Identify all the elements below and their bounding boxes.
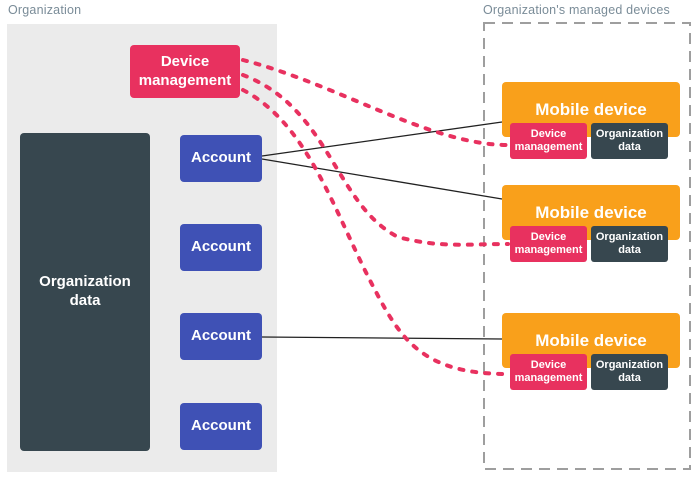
mobile-device-3: Mobile device Device management Organiza…	[502, 313, 680, 390]
account-device-link-2	[261, 158, 503, 200]
account-box-1: Account	[180, 135, 262, 182]
account-device-link-3	[261, 336, 503, 340]
mobile-device-3-device-management-chip: Device management	[510, 354, 587, 390]
mobile-device-2-device-management-label: Device management	[514, 231, 583, 256]
device-management-link-1	[241, 58, 510, 147]
organization-label: Organization	[8, 3, 82, 17]
mobile-device-3-organization-data-chip: Organization data	[591, 354, 668, 390]
account-box-3: Account	[180, 313, 262, 360]
organization-data-box-label: Organization data	[39, 273, 131, 309]
mobile-device-1-title: Mobile device	[535, 99, 647, 119]
device-management-link-2	[241, 73, 510, 247]
mobile-device-2: Mobile device Device management Organiza…	[502, 185, 680, 262]
mobile-device-2-organization-data-label: Organization data	[595, 231, 664, 256]
device-management-box: Device management	[130, 45, 240, 98]
mobile-device-1-organization-data-chip: Organization data	[591, 123, 668, 159]
mobile-device-1-organization-data-label: Organization data	[595, 128, 664, 153]
account-device-link-1	[261, 121, 503, 157]
mobile-device-1: Mobile device Device management Organiza…	[502, 82, 680, 159]
mobile-device-2-device-management-chip: Device management	[510, 226, 587, 262]
mobile-device-3-organization-data-label: Organization data	[595, 359, 664, 384]
device-management-box-label: Device management	[138, 52, 232, 89]
managed-devices-label: Organization's managed devices	[483, 3, 670, 17]
account-box-4: Account	[180, 403, 262, 450]
mobile-device-3-device-management-label: Device management	[514, 359, 583, 384]
organization-data-box: Organization data	[20, 133, 150, 451]
mobile-device-2-organization-data-chip: Organization data	[591, 226, 668, 262]
account-box-2: Account	[180, 224, 262, 271]
mobile-device-3-title: Mobile device	[535, 330, 647, 350]
mobile-device-1-device-management-label: Device management	[514, 128, 583, 153]
device-management-link-3	[241, 88, 510, 376]
mobile-device-1-device-management-chip: Device management	[510, 123, 587, 159]
mobile-device-2-title: Mobile device	[535, 202, 647, 222]
